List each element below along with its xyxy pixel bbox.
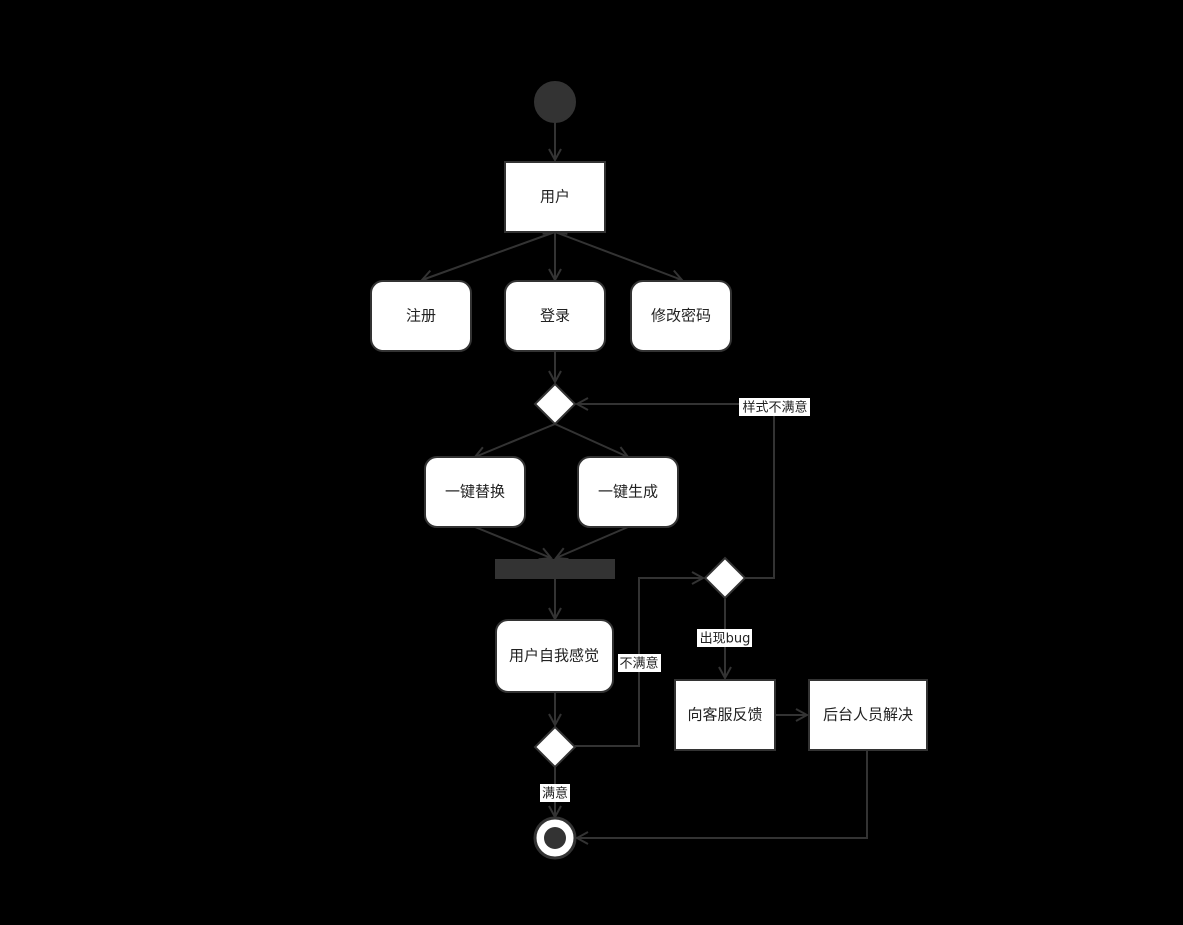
edge-decision-replace — [475, 423, 556, 457]
edge-user-register — [422, 232, 555, 280]
node-self-evaluate: 用户自我感觉 — [495, 619, 614, 693]
node-login: 登录 — [504, 280, 606, 352]
decision-diamond-2 — [703, 556, 747, 600]
node-feedback-service-label: 向客服反馈 — [687, 706, 762, 724]
label-unsatisfied: 不满意 — [618, 654, 661, 672]
end-node — [533, 816, 577, 860]
node-change-password: 修改密码 — [630, 280, 732, 352]
node-backend-resolve-label: 后台人员解决 — [823, 706, 913, 724]
node-one-click-replace: 一键替换 — [424, 456, 526, 528]
decision-diamond-1 — [533, 382, 577, 426]
edge-replace-join — [474, 526, 551, 558]
node-feedback-service: 向客服反馈 — [674, 679, 776, 751]
node-one-click-replace-label: 一键替换 — [445, 483, 505, 501]
edge-decision-generate — [554, 423, 628, 457]
node-one-click-generate-label: 一键生成 — [598, 483, 658, 501]
node-one-click-generate: 一键生成 — [577, 456, 679, 528]
node-user: 用户 — [504, 161, 606, 233]
label-bug-found: 出现bug — [697, 629, 752, 647]
node-register: 注册 — [370, 280, 472, 352]
edge-generate-join — [556, 526, 629, 558]
node-self-evaluate-label: 用户自我感觉 — [509, 647, 599, 665]
node-user-label: 用户 — [540, 188, 570, 206]
node-register-label: 注册 — [406, 307, 436, 325]
edge-user-change-password — [555, 232, 682, 280]
label-satisfied: 满意 — [540, 784, 570, 802]
label-style-unsatisfied: 样式不满意 — [739, 398, 810, 416]
start-node — [534, 81, 576, 123]
node-backend-resolve: 后台人员解决 — [808, 679, 928, 751]
node-login-label: 登录 — [540, 307, 570, 325]
edge-style-unsatisfied — [577, 404, 775, 579]
edge-backend-end — [577, 750, 868, 838]
decision-diamond-3 — [533, 725, 577, 769]
label-bug-found-text: 出现bug — [700, 632, 751, 647]
label-satisfied-text: 满意 — [542, 786, 568, 802]
label-unsatisfied-text: 不满意 — [619, 656, 658, 672]
join-bar — [495, 559, 615, 579]
node-change-password-label: 修改密码 — [651, 307, 711, 325]
label-style-unsatisfied-text: 样式不满意 — [742, 400, 807, 416]
